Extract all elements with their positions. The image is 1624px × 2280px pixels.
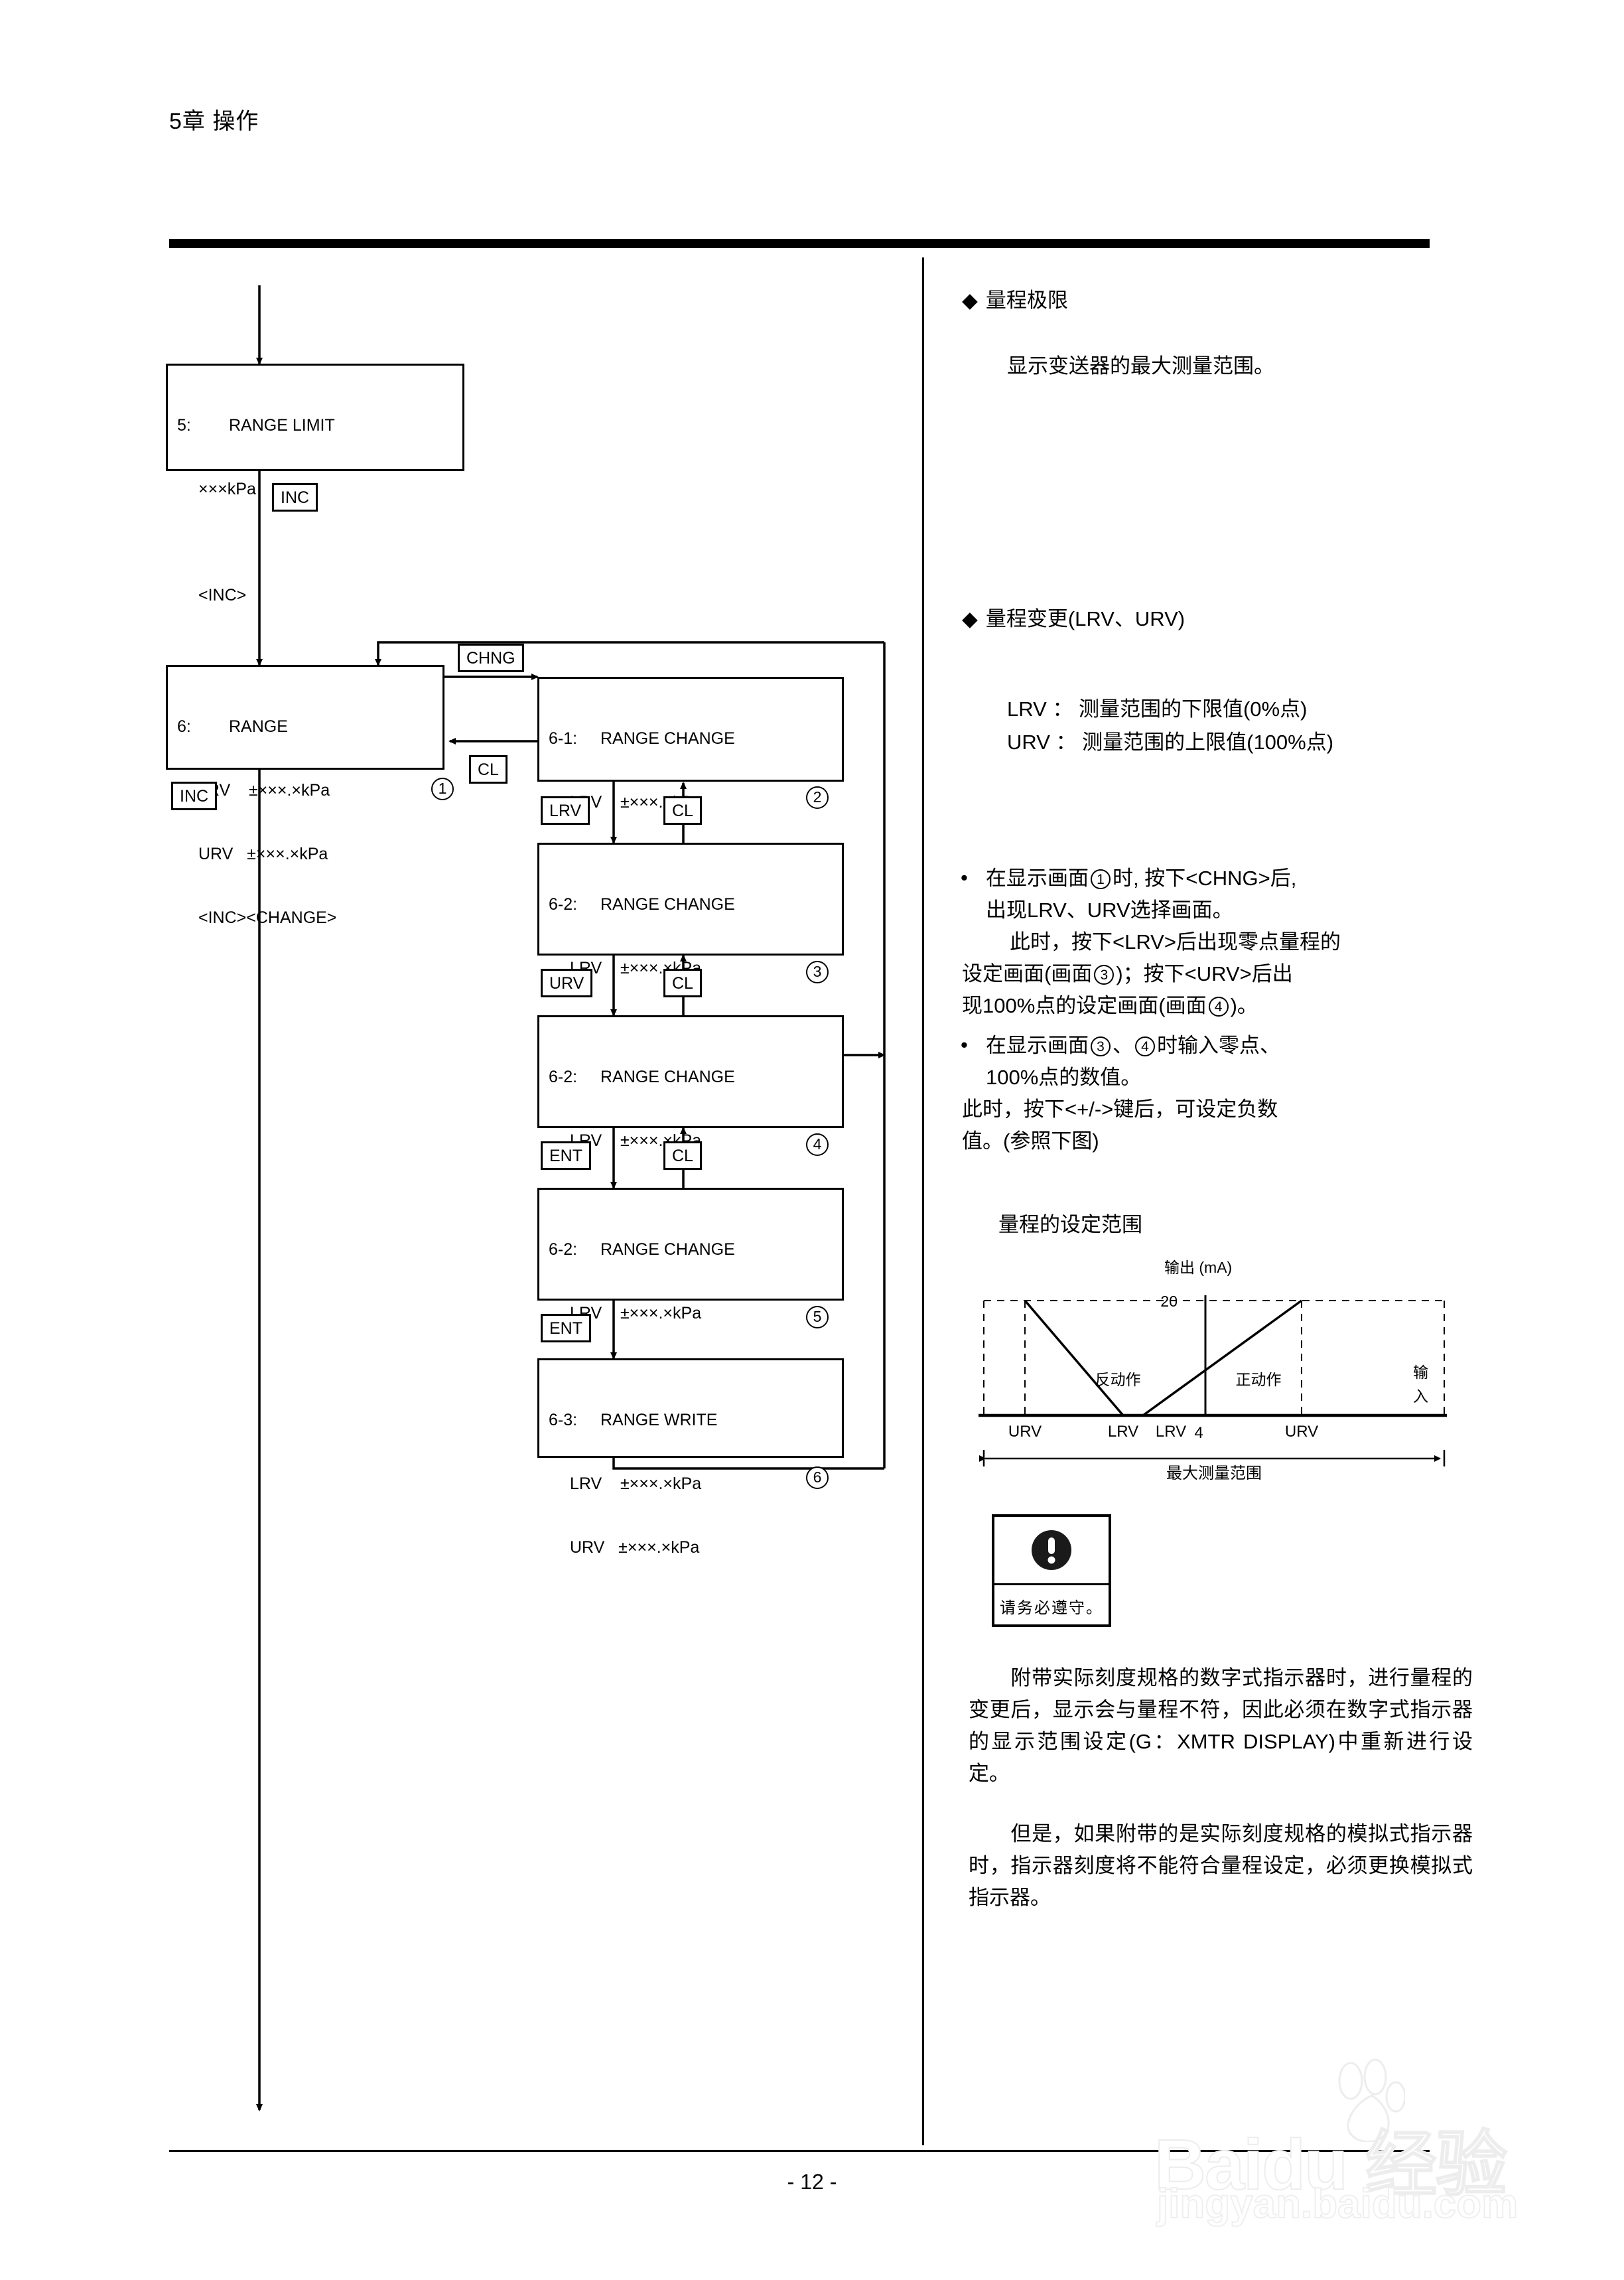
caution-box: 请务必遵守。 (992, 1514, 1111, 1627)
chart-xtick-lrv-right: LRV (1156, 1423, 1186, 1441)
flow-box-title-line: 6-2:RANGE CHANGE (549, 1068, 735, 1086)
flow-box-line: LRV ±×××.×kPa (570, 1474, 702, 1493)
key-ent-2[interactable]: ENT (541, 1314, 591, 1342)
page-number: - 12 - (787, 2170, 837, 2194)
chart-series-forward (1142, 1299, 1303, 1417)
flow-marker-5: 5 (806, 1306, 829, 1328)
flowchart-connectors (256, 285, 886, 2111)
column-divider (922, 257, 924, 2145)
chart-ytick-4: 4 (1194, 1424, 1203, 1442)
key-cl-4[interactable]: CL (663, 1141, 702, 1170)
bullet-2-line-3: 此时，按下<+/->键后，可设定负数 (962, 1098, 1278, 1121)
footer-rule (169, 2150, 1430, 2152)
section-heading-range-change: ◆量程变更(LRV、URV) (962, 607, 1185, 630)
key-cl-1[interactable]: CL (469, 755, 508, 784)
screen-ref-3: 3 (1094, 965, 1115, 985)
flow-box-line: URV ±×××.×kPa (570, 1538, 700, 1557)
bullet-1-line-3: 此时，按下<LRV>后出现零点量程的 (1010, 930, 1341, 954)
bullet-dot-icon: • (961, 1033, 968, 1056)
screen-ref-3: 3 (1091, 1036, 1111, 1056)
chart-xlabel-line2: 入 (1413, 1388, 1428, 1405)
bullet-1-line-2: 出现LRV、URV选择画面。 (986, 898, 1233, 922)
section-heading-range-limit: ◆量程极限 (962, 289, 1068, 312)
screen-ref-4: 4 (1208, 997, 1229, 1017)
final-paragraph-1: 附带实际刻度规格的数字式指示器时，进行量程的变更后，显示会与量程不符，因此必须在… (969, 1666, 1473, 1785)
flow-box-title-line: 6-3:RANGE WRITE (549, 1411, 718, 1429)
key-urv[interactable]: URV (541, 969, 593, 997)
chart-annotation-reverse: 反动作 (1095, 1371, 1141, 1388)
section-body-range-limit: 显示变送器的最大测量范围。 (1007, 354, 1274, 378)
menu-flowchart: 5:RANGE LIMIT ×××kPa <INC> INC 6:RANGE L… (166, 285, 886, 2111)
chart-xtick-urv-left: URV (1008, 1423, 1042, 1441)
diamond-bullet-icon: ◆ (962, 607, 978, 630)
flow-box-range-change-lrv[interactable]: 6-2:RANGE CHANGE LRV ±×××.×kPa URV ±×××.… (537, 843, 844, 1105)
chart-xtick-lrv-left: LRV (1108, 1423, 1138, 1441)
chart-title: 量程的设定范围 (998, 1213, 1142, 1236)
flow-box-line: <INC><CHANGE> (198, 908, 337, 927)
flow-box-title-line: 6-1:RANGE CHANGE (549, 729, 735, 748)
screen-ref-1: 1 (1091, 869, 1111, 889)
range-setting-chart: 输出 (mA) 20 反动作 正动作 输 入 URV LRV LRV 4 URV… (979, 1259, 1447, 1480)
bullet-2-line-4: 值。(参照下图) (962, 1129, 1099, 1153)
exclamation-icon (1032, 1530, 1071, 1570)
caution-text: 请务必遵守。 (1000, 1599, 1103, 1617)
bullet-2-line-2: 100%点的数值。 (986, 1066, 1142, 1089)
key-cl-3[interactable]: CL (663, 969, 702, 997)
chart-xtick-urv-right: URV (1285, 1423, 1318, 1441)
flow-box-range-change-urv[interactable]: 6-2:RANGE CHANGE LRV ±×××.×kPa URV ±×××.… (537, 1015, 844, 1277)
screen-ref-4: 4 (1135, 1036, 1155, 1056)
flow-box-title-line: 6-2:RANGE CHANGE (549, 895, 735, 914)
key-inc-bottom[interactable]: INC (171, 782, 218, 810)
flow-marker-3: 3 (806, 961, 829, 983)
flow-marker-2: 2 (806, 786, 829, 809)
diamond-bullet-icon: ◆ (962, 289, 978, 312)
bullet-dot-icon: • (961, 866, 968, 889)
header-rule (169, 239, 1430, 248)
key-inc-top[interactable]: INC (272, 483, 318, 512)
flow-box-range-limit[interactable]: 5:RANGE LIMIT ×××kPa <INC> (166, 364, 464, 605)
flow-box-range-write[interactable]: 6-3:RANGE WRITE LRV ±×××.×kPa URV ±×××.×… (537, 1358, 844, 1557)
flow-box-line: ×××kPa (198, 480, 256, 498)
caution-icon-cell (994, 1517, 1109, 1583)
flow-box-line: LRV ±×××.×kPa (570, 1304, 702, 1322)
flow-box-range[interactable]: 6:RANGE LRV ±×××.×kPa URV ±×××.×kPa <INC… (166, 665, 444, 927)
flow-box-range-change-select[interactable]: 6-1:RANGE CHANGE LRV ±×××.×kPa URV ±×××.… (537, 677, 844, 939)
key-ent-1[interactable]: ENT (541, 1141, 591, 1170)
chart-ylabel: 输出 (mA) (1164, 1259, 1232, 1276)
flow-box-title-line: 6:RANGE (177, 717, 288, 736)
flow-box-title-line: 5:RANGE LIMIT (177, 416, 335, 435)
key-chng[interactable]: CHNG (458, 644, 524, 672)
final-paragraph-2: 但是，如果附带的是实际刻度规格的模拟式指示器时，指示器刻度将不能符合量程设定，必… (969, 1822, 1473, 1909)
right-column: ◆量程极限 显示变送器的最大测量范围。 ◆量程变更(LRV、URV) LRV ：… (955, 0, 1605, 2280)
key-cl-2[interactable]: CL (663, 796, 702, 825)
chart-annotation-forward: 正动作 (1236, 1371, 1282, 1388)
flow-box-line: URV ±×××.×kPa (198, 845, 328, 863)
flow-marker-6: 6 (806, 1466, 829, 1489)
chart-span-label: 最大测量范围 (1166, 1464, 1262, 1480)
key-lrv[interactable]: LRV (541, 796, 590, 825)
flow-box-title-line: 6-2:RANGE CHANGE (549, 1240, 735, 1259)
chart-series-reverse (1024, 1299, 1124, 1417)
caution-divider (994, 1583, 1109, 1585)
chart-ytick-20: 20 (1160, 1293, 1178, 1310)
flow-marker-1: 1 (431, 778, 454, 800)
chart-xlabel-line1: 输 (1413, 1364, 1428, 1381)
urv-definition: URV ： 测量范围的上限值(100%点) (1007, 731, 1334, 754)
flow-box-line: <INC> (198, 586, 247, 605)
flow-box-range-change-confirm[interactable]: 6-2:RANGE CHANGE LRV ±×××.×kPa URV ±×××.… (537, 1188, 844, 1450)
flow-marker-4: 4 (806, 1133, 829, 1156)
lrv-definition: LRV ： 测量范围的下限值(0%点) (1007, 697, 1308, 721)
page-header-title: 5章 操作 (169, 109, 259, 134)
